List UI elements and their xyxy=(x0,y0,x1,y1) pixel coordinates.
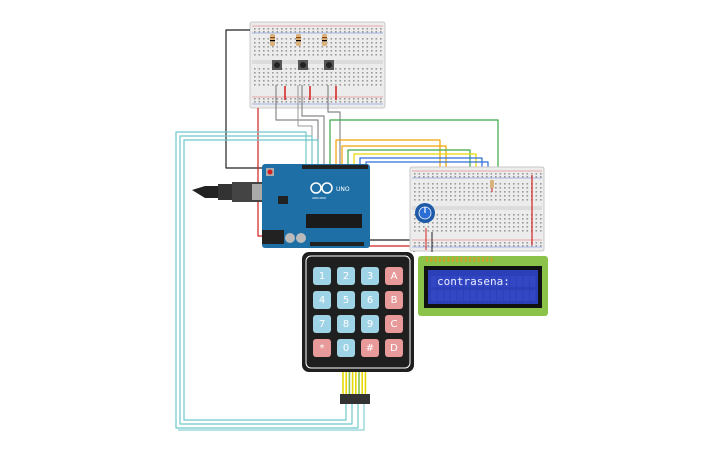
lcd-display[interactable]: contrasena: xyxy=(418,256,548,316)
keypad-key-label: A xyxy=(391,271,398,282)
pushbutton[interactable] xyxy=(324,60,334,70)
keypad-key-label: 2 xyxy=(343,271,349,282)
arduino-uno[interactable]: UNO ARDUINO xyxy=(192,164,370,248)
keypad-key-8[interactable]: 8 xyxy=(337,315,355,333)
keypad-key-label: 7 xyxy=(319,319,325,330)
wire-keypad-1[interactable] xyxy=(183,139,347,421)
keypad-key-6[interactable]: 6 xyxy=(361,291,379,309)
keypad-key-A[interactable]: A xyxy=(385,267,403,285)
arduino-logo xyxy=(310,182,333,194)
keypad-key-label: 0 xyxy=(343,343,349,354)
keypad-key-C[interactable]: C xyxy=(385,315,403,333)
board-label: UNO xyxy=(336,186,350,193)
keypad-key-B[interactable]: B xyxy=(385,291,403,309)
keypad-key-label: B xyxy=(391,295,398,306)
keypad-key-label: 1 xyxy=(319,271,325,282)
keypad-key-label: 9 xyxy=(367,319,373,330)
keypad-key-9[interactable]: 9 xyxy=(361,315,379,333)
wire-button-2[interactable] xyxy=(301,85,325,166)
keypad-key-*[interactable]: * xyxy=(313,339,331,357)
lcd-line-1: contrasena: xyxy=(437,275,510,288)
keypad-key-7[interactable]: 7 xyxy=(313,315,331,333)
wire-gnd-black[interactable] xyxy=(225,29,262,169)
keypad-key-3[interactable]: 3 xyxy=(361,267,379,285)
keypad-key-#[interactable]: # xyxy=(361,339,379,357)
wire-button-3[interactable] xyxy=(327,85,341,166)
keypad-key-label: 3 xyxy=(367,271,373,282)
wire-lcd-orange[interactable] xyxy=(335,139,441,190)
keypad-key-2[interactable]: 2 xyxy=(337,267,355,285)
keypad-key-label: 8 xyxy=(343,319,349,330)
wire-lcd-green[interactable] xyxy=(329,119,499,180)
pushbutton[interactable] xyxy=(298,60,308,70)
wire-keypad-3[interactable] xyxy=(175,131,359,429)
keypad-key-label: 6 xyxy=(367,295,373,306)
resistor[interactable] xyxy=(296,34,301,46)
resistor[interactable] xyxy=(490,180,494,188)
keypad-key-D[interactable]: D xyxy=(385,339,403,357)
resistor[interactable] xyxy=(322,34,327,46)
keypad-connector[interactable] xyxy=(340,372,370,404)
keypad-key-label: * xyxy=(320,343,325,354)
keypad-key-label: # xyxy=(366,343,374,354)
keypad-key-label: 5 xyxy=(343,295,349,306)
keypad-key-5[interactable]: 5 xyxy=(337,291,355,309)
keypad-key-label: C xyxy=(391,319,398,330)
keypad-key-0[interactable]: 0 xyxy=(337,339,355,357)
wire-keypad-2[interactable] xyxy=(179,135,353,425)
resistor[interactable] xyxy=(270,34,275,46)
brand-label: ARDUINO xyxy=(312,196,327,200)
wire-5v-red[interactable] xyxy=(257,108,262,237)
keypad-key-label: D xyxy=(390,343,398,354)
keypad-key-4[interactable]: 4 xyxy=(313,291,331,309)
lcd-breadboard[interactable] xyxy=(409,166,545,252)
keypad-4x4[interactable]: 1 2 3 A 4 5 6 B 7 8 9 C * 0 # D xyxy=(302,252,414,372)
keypad-key-label: 4 xyxy=(319,295,325,306)
keypad-key-1[interactable]: 1 xyxy=(313,267,331,285)
pushbutton[interactable] xyxy=(272,60,282,70)
potentiometer[interactable] xyxy=(415,203,435,223)
top-breadboard[interactable] xyxy=(249,21,386,109)
